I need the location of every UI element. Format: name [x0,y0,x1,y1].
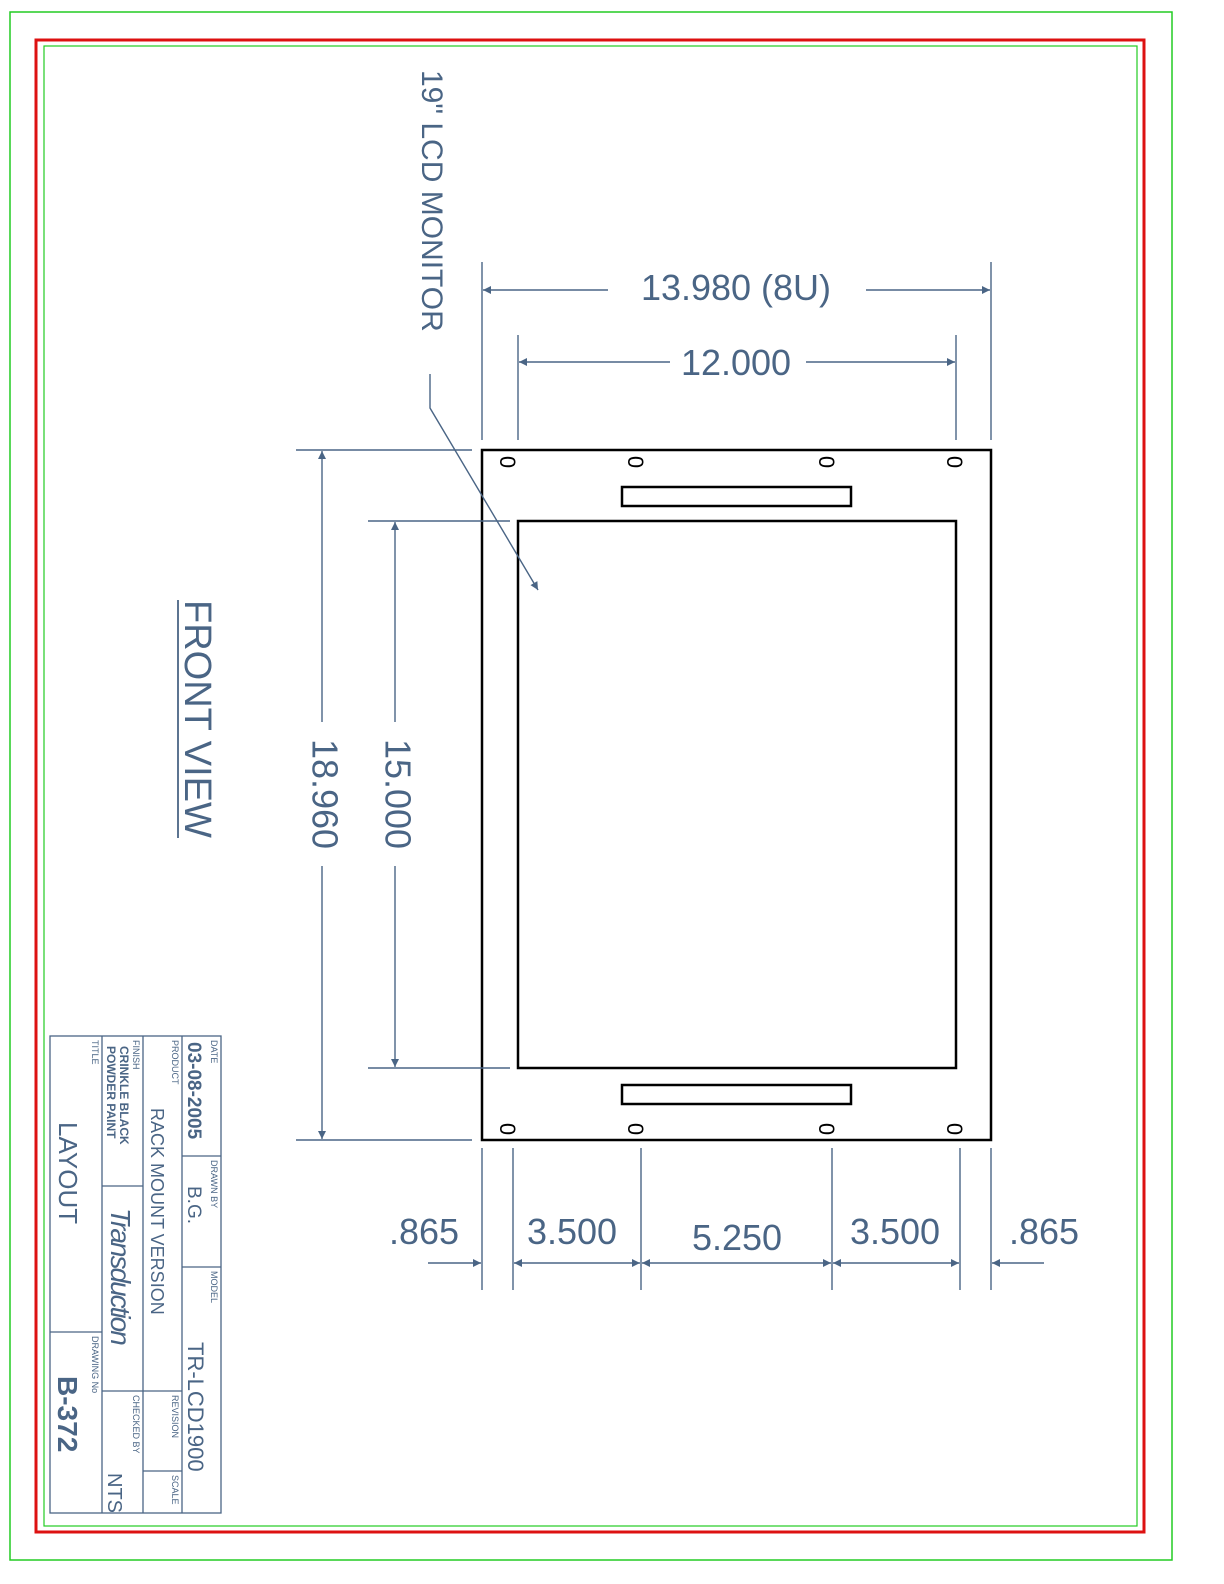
finish-line2: POWDER PAINT [104,1046,118,1139]
panel-outline [482,450,991,1140]
callout-leader [430,374,538,590]
dim-center-spacing: 5.250 [692,1217,782,1258]
revision-label: REVISION [170,1395,180,1438]
finish-label: FINISH [131,1040,141,1070]
view-title: FRONT VIEW [176,600,218,838]
title-block: DATE 03-08-2005 DRAWN BY B.G. MODEL TR-L… [50,1036,221,1513]
scale-label: SCALE [170,1475,180,1505]
product-value: RACK MOUNT VERSION [147,1108,167,1315]
mount-hole: 0 [814,456,839,468]
dim-left-spacing: 3.500 [527,1211,617,1252]
mount-hole: 0 [942,456,967,468]
dim-hole-span: 12.000 [681,342,791,383]
mount-hole: 0 [942,1123,967,1135]
bottom-slot [622,1085,851,1104]
drawn-by-value: B.G. [183,1186,204,1224]
dim-left-margin: .865 [389,1211,459,1252]
mount-hole: 0 [623,1123,648,1135]
title-label: TITLE [90,1040,100,1065]
drawing-no-value: B-372 [52,1376,83,1452]
title-value: LAYOUT [53,1122,83,1224]
dim-right-margin: .865 [1009,1211,1079,1252]
model-label: MODEL [209,1271,219,1303]
mount-hole: 0 [495,456,520,468]
dim-right-spacing: 3.500 [850,1211,940,1252]
callout-label: 19" LCD MONITOR [415,70,448,332]
date-value: 03-08-2005 [183,1042,204,1140]
finish-line1: CRINKLE BLACK [117,1046,131,1145]
mount-hole: 0 [495,1123,520,1135]
checked-by-label: CHECKED BY [131,1395,141,1454]
drawn-by-label: DRAWN BY [209,1160,219,1208]
top-slot [622,487,851,506]
mount-hole: 0 [814,1123,839,1135]
screen-cutout [518,521,956,1068]
drawing-no-label: DRAWING No [90,1336,100,1393]
dim-overall-height: 18.960 [304,739,345,849]
scale-value: NTS [103,1473,125,1513]
dim-overall-width: 13.980 (8U) [641,267,831,308]
product-label: PRODUCT [170,1040,180,1085]
company-logo: Transduction [105,1208,136,1345]
date-label: DATE [209,1040,219,1063]
model-value: TR-LCD1900 [183,1342,208,1472]
dim-screen-height: 15.000 [377,739,418,849]
mount-hole: 0 [623,456,648,468]
